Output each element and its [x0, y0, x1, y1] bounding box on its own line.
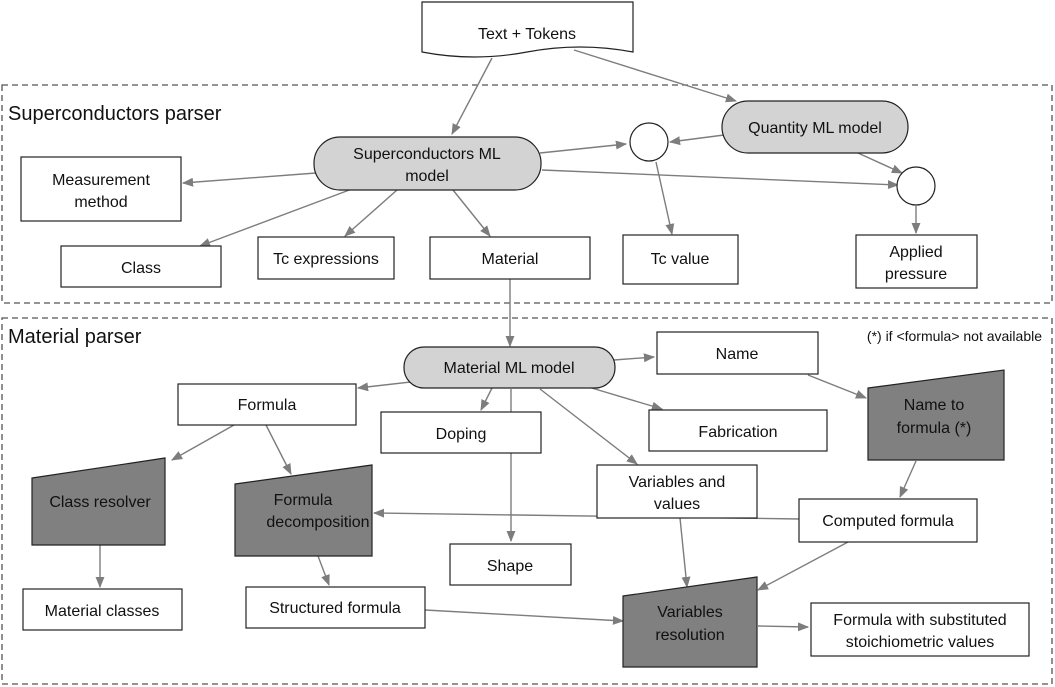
class-label: Class — [121, 260, 161, 277]
material-node: Material — [429, 236, 591, 280]
edge-name-to-formula-to-computed — [899, 460, 917, 499]
edge-material-model-to-variables — [539, 388, 638, 465]
name-to-formula-label-2: formula (*) — [897, 420, 972, 437]
fabrication-node: Fabrication — [648, 409, 828, 452]
edge-quantity-to-tc-join — [668, 134, 725, 146]
class-resolver-node: Class resolver — [31, 457, 166, 546]
edge-input-to-quantity-model — [573, 49, 738, 103]
fabrication-label: Fabrication — [698, 424, 777, 441]
edge-model-to-measurement — [181, 172, 317, 187]
tc-expressions-label: Tc expressions — [273, 251, 379, 268]
computed-formula-label: Computed formula — [822, 513, 954, 530]
variables-resolution-label-1: Variables — [657, 604, 723, 621]
input-node: Text + Tokens — [421, 1, 634, 58]
material-label: Material — [482, 251, 539, 268]
applied-pressure-node: Applied pressure — [855, 234, 978, 289]
substituted-formula-label-2: stoichiometric values — [846, 634, 995, 651]
formula-decomposition-label-2: decomposition — [266, 514, 369, 531]
edge-model-to-tc-join — [539, 140, 628, 154]
class-node: Class — [60, 245, 222, 288]
edge-material-model-to-doping — [480, 387, 493, 412]
computed-formula-node: Computed formula — [798, 498, 978, 543]
applied-pressure-label-1: Applied — [889, 244, 942, 261]
applied-pressure-label-2: pressure — [885, 266, 947, 283]
quantity-model-label: Quantity ML model — [748, 120, 882, 137]
edge-decomposition-to-structured — [317, 555, 330, 587]
name-label: Name — [716, 346, 759, 363]
class-resolver-label: Class resolver — [49, 494, 151, 511]
name-node: Name — [656, 331, 819, 375]
variables-and-values-label-2: values — [654, 496, 700, 513]
edge-model-to-class — [198, 188, 353, 247]
edge-computed-to-variables-resolution — [757, 541, 849, 591]
edge-quantity-to-pressure-join — [857, 152, 904, 174]
edge-formula-to-class-resolver — [171, 424, 235, 461]
material-parser-title: Material parser — [8, 326, 142, 348]
doping-label: Doping — [436, 426, 487, 443]
formula-label: Formula — [238, 397, 297, 414]
doping-node: Doping — [380, 411, 542, 454]
material-model-label: Material ML model — [443, 360, 574, 377]
formula-node: Formula — [177, 383, 357, 426]
tc-expressions-node: Tc expressions — [257, 236, 395, 280]
edge-formula-to-decomposition — [265, 424, 292, 475]
edge-model-to-material — [452, 189, 491, 237]
formula-decomposition-node: Formula decomposition — [234, 464, 373, 557]
fallback-note: (*) if <formula> not available — [867, 328, 1042, 344]
edge-input-to-superconductors-model — [451, 57, 493, 135]
material-ml-model: Material ML model — [403, 346, 616, 389]
pressure-join-node — [896, 166, 936, 206]
shape-label: Shape — [487, 558, 533, 575]
name-to-formula-label-1: Name to — [904, 397, 965, 414]
material-classes-label: Material classes — [45, 603, 160, 620]
edge-tc-join-to-tc-value — [655, 161, 675, 236]
material-parser-region — [1, 317, 1053, 685]
variables-resolution-label-2: resolution — [655, 627, 724, 644]
shape-node: Shape — [449, 543, 572, 586]
edge-structured-to-variables-resolution — [424, 609, 625, 625]
measurement-method-label-2: method — [74, 194, 127, 211]
variables-and-values-label-1: Variables and — [629, 474, 726, 491]
tc-value-node: Tc value — [622, 234, 739, 285]
variables-resolution-node: Variables resolution — [622, 576, 758, 668]
edges — [95, 49, 921, 632]
superconductors-model-label-2: model — [405, 168, 449, 185]
superconductors-ml-model: Superconductors ML model — [313, 136, 542, 191]
edge-variables-to-variables-resolution — [679, 517, 691, 589]
structured-formula-label: Structured formula — [269, 600, 401, 617]
material-classes-node: Material classes — [22, 588, 183, 631]
measurement-method-node: Measurement method — [20, 156, 182, 222]
formula-decomposition-label-1: Formula — [274, 492, 333, 509]
variables-and-values-node: Variables and values — [596, 464, 758, 519]
edge-material-model-to-name — [613, 353, 656, 363]
edge-material-model-to-fabrication — [584, 385, 664, 411]
superconductors-parser-region — [1, 84, 1053, 304]
superconductors-model-label-1: Superconductors ML — [353, 146, 501, 163]
edge-variables-resolution-to-substituted — [757, 622, 810, 632]
edge-model-to-tc-expressions — [344, 189, 398, 237]
name-to-formula-node: Name to formula (*) — [867, 369, 1005, 461]
input-label: Text + Tokens — [478, 26, 576, 43]
edge-model-to-pressure-join — [541, 169, 900, 190]
edge-name-to-name-to-formula — [807, 374, 868, 399]
tc-value-label: Tc value — [651, 251, 710, 268]
quantity-ml-model: Quantity ML model — [721, 100, 909, 154]
structured-formula-node: Structured formula — [245, 586, 426, 629]
substituted-formula-node: Formula with substituted stoichiometric … — [810, 602, 1030, 657]
superconductors-parser-title: Superconductors parser — [8, 103, 222, 125]
measurement-method-label-1: Measurement — [52, 172, 150, 189]
substituted-formula-label-1: Formula with substituted — [833, 612, 1006, 629]
tc-join-node — [629, 122, 669, 162]
